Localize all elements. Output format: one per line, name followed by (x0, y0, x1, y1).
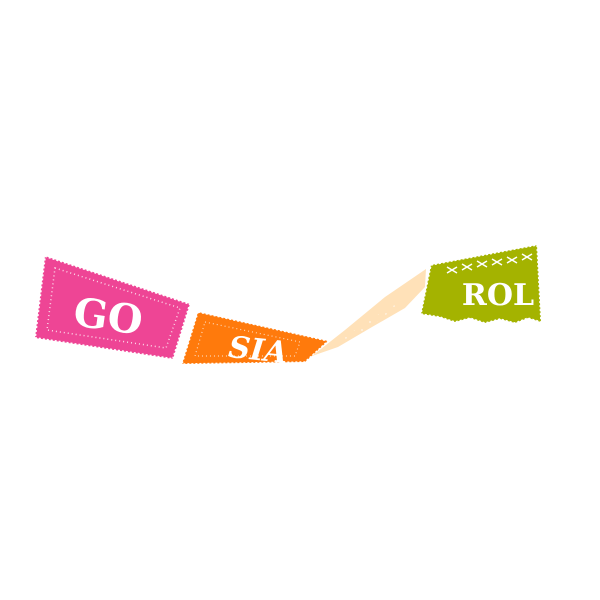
banner-pink: GO (33, 254, 192, 361)
banner-label-sia: SIA (227, 330, 289, 371)
cross-stitch-pattern (446, 253, 533, 274)
banner-label-rol: ROL (462, 278, 534, 313)
banner-orange: SIA (180, 311, 330, 371)
banner-peach (312, 269, 426, 356)
banner-green: ROL (420, 244, 542, 324)
banner-label-go: GO (71, 288, 146, 344)
